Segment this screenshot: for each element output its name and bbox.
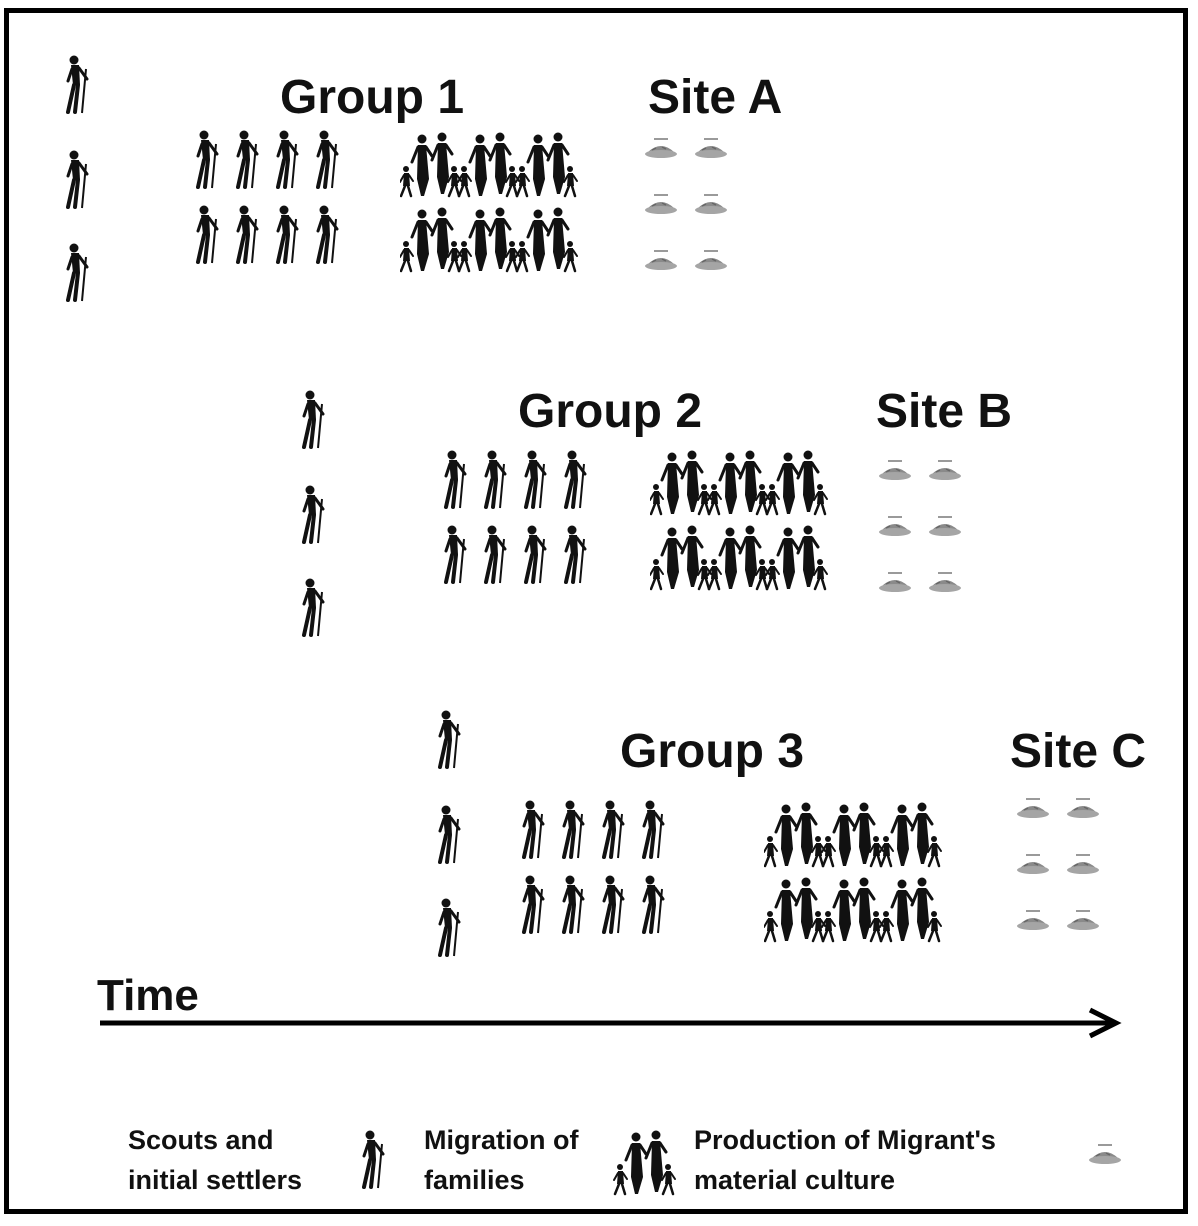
legend-culture-label: Production of Migrant's material culture — [694, 1125, 996, 1195]
legend-scout-icon — [362, 1128, 385, 1190]
group-3-settlers — [522, 800, 665, 935]
legend-family-icon — [612, 1128, 682, 1200]
legend-scouts-label: Scouts and initial settlers — [128, 1125, 303, 1195]
group-3-scouts — [438, 710, 461, 958]
group-2-families — [650, 450, 830, 605]
group-2-scouts — [302, 390, 325, 638]
site-c-pottery — [1016, 797, 1100, 931]
site-a-pottery — [644, 137, 728, 271]
site-a-label: Site A — [648, 71, 783, 124]
site-c-label: Site C — [1010, 725, 1147, 778]
group-1-scouts — [66, 55, 89, 303]
group-1-families — [400, 132, 580, 287]
group-3-title: Group 3 — [620, 725, 805, 778]
group-3-families — [764, 802, 944, 957]
group-1-settlers — [196, 130, 339, 265]
group-1-title: Group 1 — [280, 71, 465, 124]
legend-pottery-icon — [1088, 1143, 1122, 1165]
group-2-settlers — [444, 450, 587, 585]
site-b-label: Site B — [876, 385, 1013, 438]
group-2-title: Group 2 — [518, 385, 703, 438]
time-label: Time — [97, 971, 199, 1020]
site-b-pottery — [878, 459, 962, 593]
legend-families-label: Migration of families — [424, 1125, 579, 1195]
time-arrow — [100, 1007, 1122, 1039]
